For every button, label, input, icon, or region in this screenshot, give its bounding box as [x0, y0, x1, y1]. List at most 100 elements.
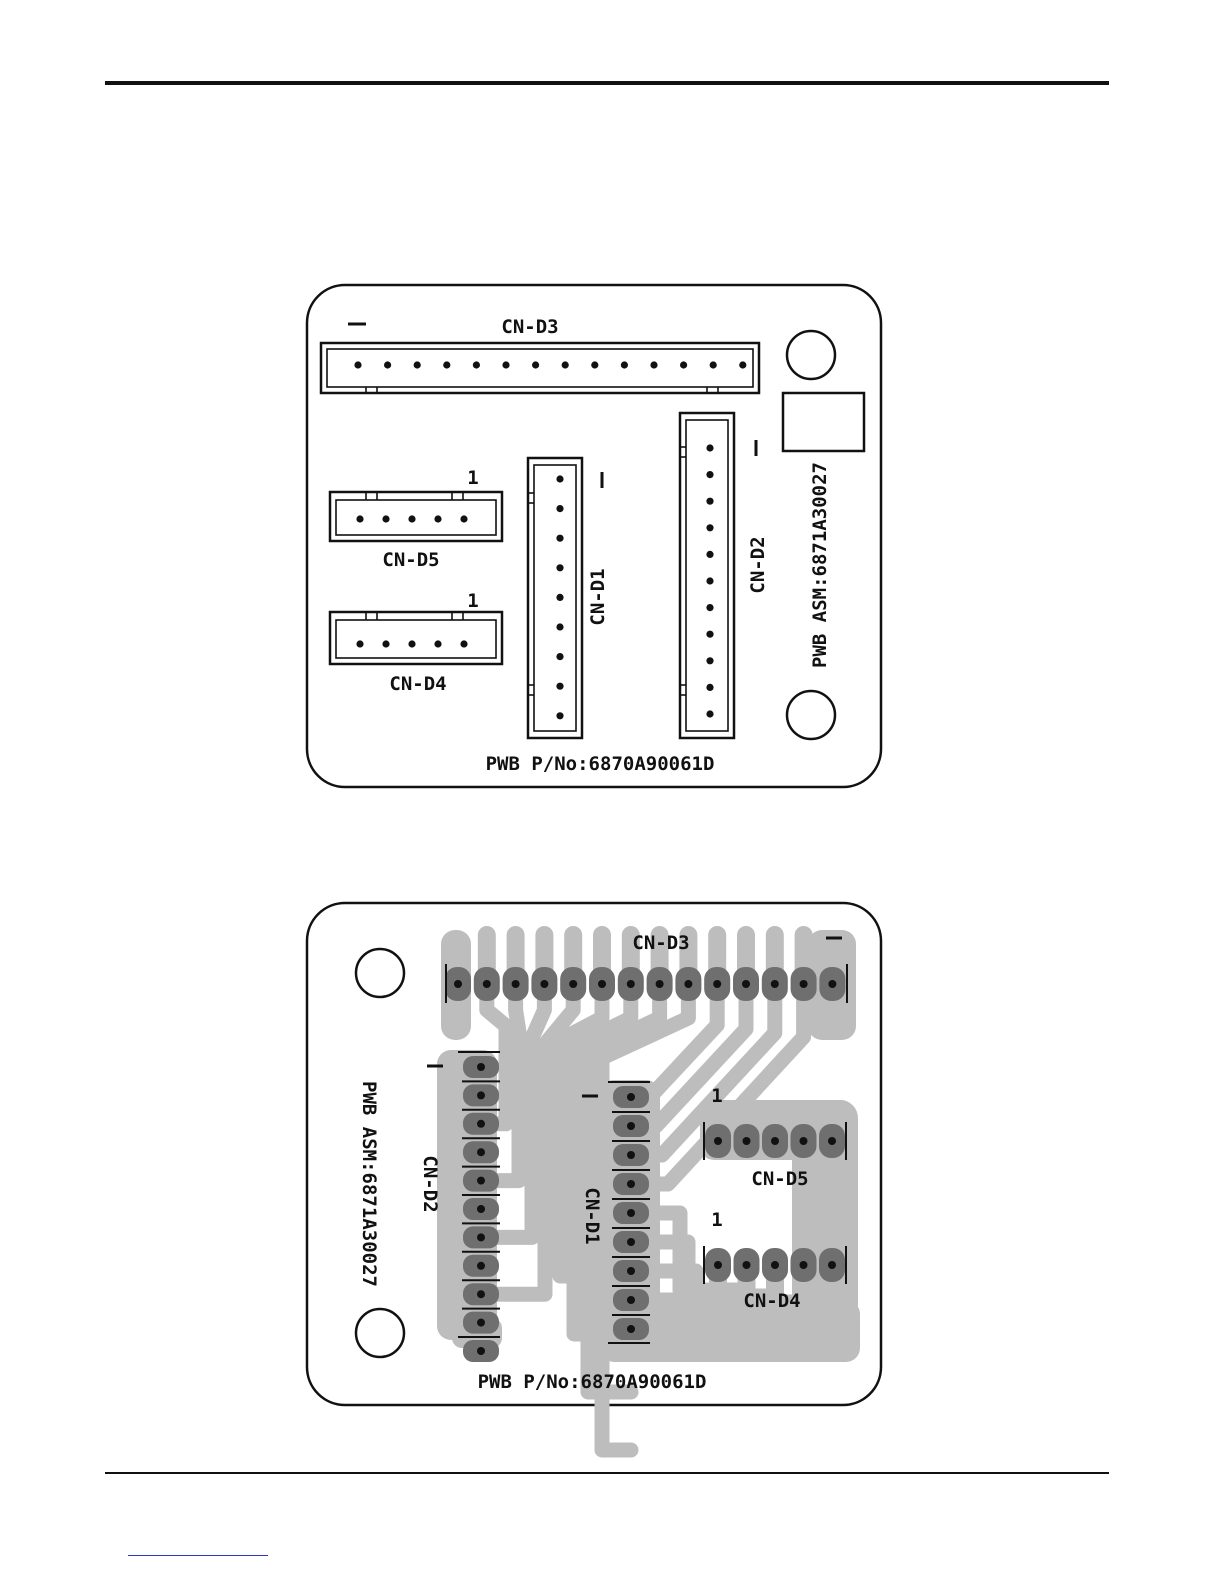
- cn-d5-pin1: 1: [711, 1085, 722, 1107]
- part-number-label: PWB P/No:6870A90061D: [486, 753, 715, 775]
- pin: [408, 640, 415, 647]
- pin: [408, 515, 415, 522]
- asm-label: PWB ASM:6871A30027: [358, 1081, 380, 1287]
- component-pad-square: [783, 393, 864, 451]
- pin: [382, 515, 389, 522]
- pin: [414, 361, 421, 368]
- part-number-label: PWB P/No:6870A90061D: [478, 1371, 707, 1393]
- pad-hole: [828, 980, 836, 988]
- pin: [706, 551, 713, 558]
- pad-hole: [713, 980, 721, 988]
- pin: [650, 361, 657, 368]
- pad-hole: [477, 1120, 485, 1128]
- pad-hole: [771, 980, 779, 988]
- pin: [434, 640, 441, 647]
- pad-hole: [627, 1267, 635, 1275]
- pad-hole: [627, 1325, 635, 1333]
- pad-hole: [540, 980, 548, 988]
- pad-hole: [477, 1148, 485, 1156]
- pin: [621, 361, 628, 368]
- pad-hole: [627, 980, 635, 988]
- cn-d1-label: CN-D1: [587, 568, 609, 625]
- pin: [556, 594, 563, 601]
- cn-d5-label: CN-D5: [751, 1168, 808, 1190]
- pad-hole: [800, 1137, 808, 1145]
- pin: [591, 361, 598, 368]
- pin: [356, 640, 363, 647]
- pin: [556, 475, 563, 482]
- pad-hole: [627, 1209, 635, 1217]
- pad-hole: [771, 1261, 779, 1269]
- pin: [556, 564, 563, 571]
- pin: [706, 577, 713, 584]
- pin: [706, 657, 713, 664]
- solder-side-board: CN-D3 1 CN-D5 1 CN-D4 CN-D2 CN-D1 PWB AS…: [307, 903, 881, 1450]
- pad-hole: [800, 1261, 808, 1269]
- pad-hole: [627, 1180, 635, 1188]
- pin: [356, 515, 363, 522]
- pad-hole: [477, 1262, 485, 1270]
- pad-hole: [684, 980, 692, 988]
- mounting-hole: [787, 691, 835, 739]
- pad-hole: [627, 1122, 635, 1130]
- pad-hole: [743, 1261, 751, 1269]
- pad-hole: [477, 1063, 485, 1071]
- pad-hole: [477, 1091, 485, 1099]
- pad-hole: [477, 1177, 485, 1185]
- pin: [562, 361, 569, 368]
- pad-hole: [742, 980, 750, 988]
- pin: [556, 623, 563, 630]
- pad-hole: [477, 1290, 485, 1298]
- pin: [706, 524, 713, 531]
- mounting-hole: [356, 949, 404, 997]
- pin: [460, 640, 467, 647]
- mounting-hole: [356, 1309, 404, 1357]
- pin: [556, 712, 563, 719]
- pin: [384, 361, 391, 368]
- pin: [739, 361, 746, 368]
- pin: [556, 505, 563, 512]
- pad-hole: [627, 1093, 635, 1101]
- pad-hole: [627, 1151, 635, 1159]
- pad-hole: [828, 1137, 836, 1145]
- pin: [354, 361, 361, 368]
- pad-hole: [714, 1137, 722, 1145]
- pin: [460, 515, 467, 522]
- pin: [706, 710, 713, 717]
- component-side-board: CN-D3 1 CN-D5 1 CN-D4: [307, 285, 881, 787]
- cn-d3-label: CN-D3: [632, 932, 689, 954]
- pad-hole: [483, 980, 491, 988]
- pin: [706, 471, 713, 478]
- pin: [556, 653, 563, 660]
- pad-hole: [714, 1261, 722, 1269]
- cn-d4-label: CN-D4: [743, 1290, 800, 1312]
- mounting-hole: [787, 331, 835, 379]
- cn-d2-label: CN-D2: [419, 1155, 441, 1212]
- cn-d1-label: CN-D1: [581, 1187, 603, 1244]
- pin: [502, 361, 509, 368]
- pad-hole: [800, 980, 808, 988]
- pin: [382, 640, 389, 647]
- pad-hole: [512, 980, 520, 988]
- pin: [706, 498, 713, 505]
- pin: [532, 361, 539, 368]
- pad-hole: [627, 1238, 635, 1246]
- pin: [706, 604, 713, 611]
- cn-d4-pin1: 1: [467, 590, 478, 612]
- cn-d4-pin1: 1: [711, 1209, 722, 1231]
- cn-d5-label: CN-D5: [382, 549, 439, 571]
- cn-d5-pin1: 1: [467, 467, 478, 489]
- pad-hole: [598, 980, 606, 988]
- pad-hole: [454, 980, 462, 988]
- pin: [556, 683, 563, 690]
- pad-hole: [477, 1347, 485, 1355]
- pin: [443, 361, 450, 368]
- pad-hole: [627, 1296, 635, 1304]
- pin: [680, 361, 687, 368]
- pad-hole: [656, 980, 664, 988]
- pad-hole: [828, 1261, 836, 1269]
- pin: [434, 515, 441, 522]
- pin: [710, 361, 717, 368]
- pin: [706, 444, 713, 451]
